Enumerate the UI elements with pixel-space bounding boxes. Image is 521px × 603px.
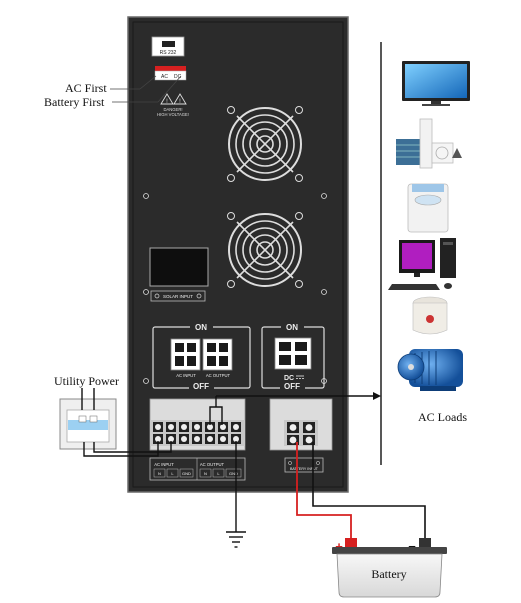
ac-input-terminal-label: AC INPUT (154, 462, 174, 467)
computer-icon (388, 238, 456, 290)
ac-input-breaker-label: AC INPUT (176, 373, 196, 378)
air-conditioner-icon (396, 118, 462, 169)
solar-input-label-box: SOLAR INPUT (150, 290, 206, 302)
solar-input-label: SOLAR INPUT (163, 294, 193, 299)
terminal-n-output: N (204, 471, 207, 476)
display-window (149, 247, 209, 287)
dc-breaker-on: ON (286, 323, 298, 332)
mode-switch-leaders (110, 75, 182, 103)
ground-wire (226, 441, 246, 548)
dc-breaker-box: ON OFF DC (261, 322, 325, 391)
mode-switch-ac-label: AC (161, 74, 168, 80)
terminal-l: L (171, 471, 174, 476)
ac-terminal-block (149, 398, 246, 451)
battery-label: Battery (371, 567, 406, 581)
rs232-label: RS 232 (160, 50, 177, 56)
battery-plus-sign: + (335, 539, 343, 554)
negative-battery-wire (312, 442, 426, 538)
terminal-n: N (158, 471, 161, 476)
battery-minus-sign: − (408, 539, 416, 554)
ac-output-breaker-label: AC OUTPUT (206, 373, 231, 378)
ac-breaker-off: OFF (193, 382, 209, 391)
screw (143, 193, 149, 199)
washing-machine-icon (407, 183, 449, 233)
electric-motor-icon (397, 349, 463, 391)
positive-battery-wire (296, 442, 352, 538)
screw (143, 378, 149, 384)
cooling-fan-top (227, 106, 303, 182)
rice-cooker-icon (412, 296, 448, 335)
utility-power-label: Utility Power (54, 374, 119, 388)
battery-terminal-block (269, 398, 333, 451)
mode-switch: AC DC (154, 66, 187, 81)
terminal-gnd: GND (182, 471, 191, 476)
ac-loads-label: AC Loads (418, 410, 467, 424)
battery-terminal-label-box: BATTERY INPUT (284, 457, 324, 473)
screw (143, 289, 149, 295)
danger-text-2: HIGH VOLTAGE! (157, 112, 189, 117)
ac-output-wires (209, 392, 381, 425)
mode-switch-dc-label: DC (174, 74, 182, 80)
screw (321, 289, 327, 295)
battery-first-label: Battery First (44, 95, 105, 109)
ac-terminal-screws (153, 422, 241, 444)
ac-breaker-box: ON OFF AC INPUT AC OUTPUT (152, 322, 251, 391)
cooling-fan-bottom (227, 212, 303, 288)
ac-first-label: AC First (65, 81, 107, 95)
danger-warning: ! ! DANGER! HIGH VOLTAGE! (157, 93, 189, 117)
terminal-gnd-output: GND (229, 471, 238, 476)
television-icon (402, 61, 470, 106)
battery-negative-terminal (419, 538, 431, 547)
ac-terminal-labels: AC INPUT AC OUTPUT N L GND N L GND (149, 457, 246, 481)
danger-text-1: DANGER! (163, 107, 182, 112)
battery: + − Battery (332, 538, 447, 598)
ac-breaker-on: ON (195, 323, 207, 332)
ac-output-terminal-label: AC OUTPUT (200, 462, 225, 467)
svg-text:!: ! (166, 99, 168, 105)
utility-wires (83, 441, 172, 457)
utility-power-breaker (59, 388, 117, 450)
terminal-l-output: L (217, 471, 220, 476)
screw (321, 193, 327, 199)
dc-breaker-off: OFF (284, 382, 300, 391)
dc-breaker-label: DC (284, 375, 294, 382)
inverter-panel: RS 232 AC DC ! ! DANGER! HIGH VOLTAGE! (127, 16, 349, 493)
svg-text:!: ! (179, 99, 181, 105)
battery-terminal-label: BATTERY INPUT (290, 467, 319, 471)
battery-positive-terminal (345, 538, 357, 547)
rs232-port: RS 232 (151, 36, 185, 57)
